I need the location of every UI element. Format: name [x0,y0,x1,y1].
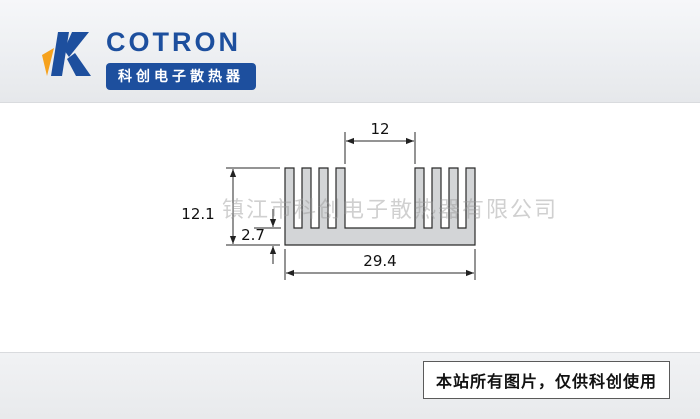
dim-label-overall-height: 12.1 [181,205,214,223]
dim-overall-height: 12.1 [181,167,280,246]
cotron-logo-icon [42,32,91,76]
dim-channel-width: 12 [344,120,416,164]
dim-label-overall-width: 29.4 [363,252,396,270]
dim-label-channel-width: 12 [370,120,389,138]
drawing-area: 镇江市科创电子散热器有限公司 12 12.1 [0,104,700,352]
brand-subtitle: 科创电子散热器 [106,62,256,90]
heatsink-profile [284,167,476,246]
logo: COTRON 科创电子散热器 [38,24,256,90]
logo-k-stem [51,32,69,76]
brand-name: COTRON [106,27,241,57]
footer-notice: 本站所有图片，仅供科创使用 [422,361,670,399]
dim-base-thickness: 2.7 [241,209,281,264]
header-band: COTRON 科创电子散热器 [0,0,700,103]
logo-orange-accent [42,48,54,76]
logo-k-upper-arm [64,32,89,57]
heatsink-technical-drawing: 12 12.1 2.7 29.4 [181,120,476,280]
dim-label-base-thickness: 2.7 [241,226,265,244]
dim-overall-width: 29.4 [284,249,476,280]
footer-band: 本站所有图片，仅供科创使用 [0,352,700,419]
logo-k-lower-arm [67,53,91,76]
logo-text: COTRON 科创电子散热器 [106,24,256,90]
